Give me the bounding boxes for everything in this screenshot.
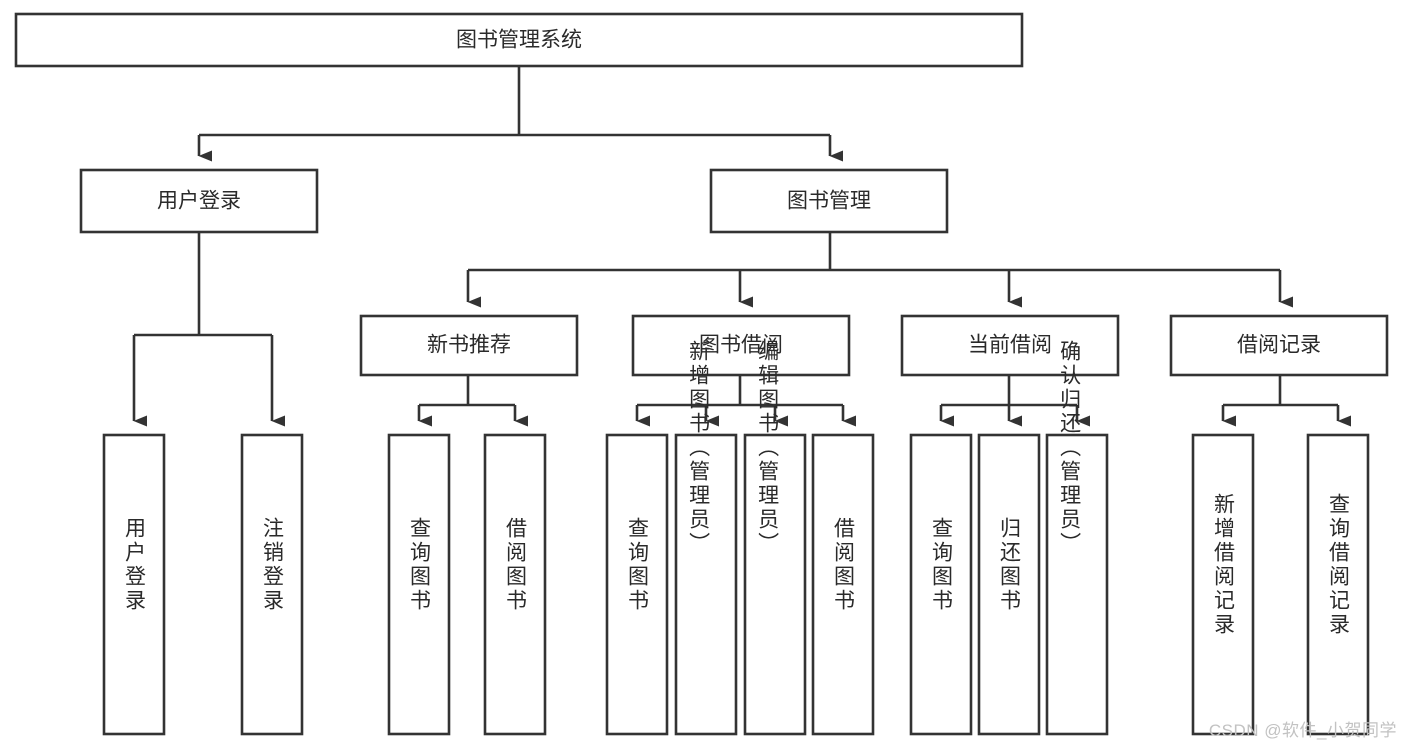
node-leaf9[interactable]: 查询图书 [909, 433, 973, 736]
node-leaf7-label: 编辑图书（管理员） [756, 340, 780, 556]
node-bookmgmt-label: 图书管理 [787, 190, 871, 213]
node-leaf2-label: 注销登录 [261, 517, 285, 613]
edge-group [132, 66, 1351, 427]
node-leaf5-box[interactable] [605, 433, 669, 736]
node-leaf11-box[interactable] [1045, 433, 1109, 736]
node-leaf13-box[interactable] [1306, 433, 1370, 736]
node-borrow-label: 图书借阅 [699, 334, 783, 357]
node-leaf6-label: 新增图书（管理员） [687, 340, 711, 556]
node-newbook-box[interactable] [359, 314, 579, 377]
node-leaf7[interactable]: 编辑图书（管理员） [743, 340, 807, 736]
node-current-label: 当前借阅 [968, 334, 1052, 357]
node-leaf12[interactable]: 新增借阅记录 [1191, 433, 1255, 736]
node-leaf3[interactable]: 查询图书 [387, 433, 451, 736]
node-leaf12-label: 新增借阅记录 [1212, 493, 1236, 637]
node-leaf13-label: 查询借阅记录 [1327, 493, 1351, 637]
node-newbook-label: 新书推荐 [427, 334, 511, 357]
node-leaf4-label: 借阅图书 [504, 517, 528, 613]
node-newbook[interactable]: 新书推荐 [359, 314, 579, 377]
node-bookmgmt-box[interactable] [709, 168, 949, 234]
node-borrow[interactable]: 图书借阅 [631, 314, 851, 377]
node-current[interactable]: 当前借阅 [900, 314, 1120, 377]
node-records-box[interactable] [1169, 314, 1389, 377]
node-leaf1[interactable]: 用户登录 [102, 433, 166, 736]
node-root[interactable]: 图书管理系统 [14, 12, 1024, 68]
node-records[interactable]: 借阅记录 [1169, 314, 1389, 377]
node-leaf5[interactable]: 查询图书 [605, 433, 669, 736]
node-leaf11[interactable]: 确认归还（管理员） [1045, 340, 1109, 736]
node-leaf12-box[interactable] [1191, 433, 1255, 736]
node-leaf1-box[interactable] [102, 433, 166, 736]
node-current-box[interactable] [900, 314, 1120, 377]
node-root-label: 图书管理系统 [456, 29, 582, 52]
node-leaf1-label: 用户登录 [123, 517, 147, 613]
node-leaf11-label: 确认归还（管理员） [1058, 340, 1082, 556]
node-leaf10-label: 归还图书 [998, 517, 1022, 613]
node-leaf8-box[interactable] [811, 433, 875, 736]
node-records-label: 借阅记录 [1237, 334, 1321, 357]
node-leaf7-box[interactable] [743, 433, 807, 736]
node-login[interactable]: 用户登录 [79, 168, 319, 234]
node-leaf9-box[interactable] [909, 433, 973, 736]
node-login-box[interactable] [79, 168, 319, 234]
node-borrow-box[interactable] [631, 314, 851, 377]
node-leaf9-label: 查询图书 [930, 517, 954, 613]
node-login-label: 用户登录 [157, 190, 241, 213]
node-leaf10-box[interactable] [977, 433, 1041, 736]
node-leaf8[interactable]: 借阅图书 [811, 433, 875, 736]
node-leaf4-box[interactable] [483, 433, 547, 736]
node-leaf4[interactable]: 借阅图书 [483, 433, 547, 736]
node-leaf5-label: 查询图书 [626, 517, 650, 613]
node-leaf2[interactable]: 注销登录 [240, 433, 304, 736]
node-bookmgmt[interactable]: 图书管理 [709, 168, 949, 234]
node-leaf13[interactable]: 查询借阅记录 [1306, 433, 1370, 736]
node-leaf8-label: 借阅图书 [832, 517, 856, 613]
node-leaf6[interactable]: 新增图书（管理员） [674, 340, 738, 736]
node-leaf2-box[interactable] [240, 433, 304, 736]
node-root-box[interactable] [14, 12, 1024, 68]
node-leaf3-box[interactable] [387, 433, 451, 736]
node-leaf10[interactable]: 归还图书 [977, 433, 1041, 736]
node-leaf6-box[interactable] [674, 433, 738, 736]
node-leaf3-label: 查询图书 [408, 517, 432, 613]
